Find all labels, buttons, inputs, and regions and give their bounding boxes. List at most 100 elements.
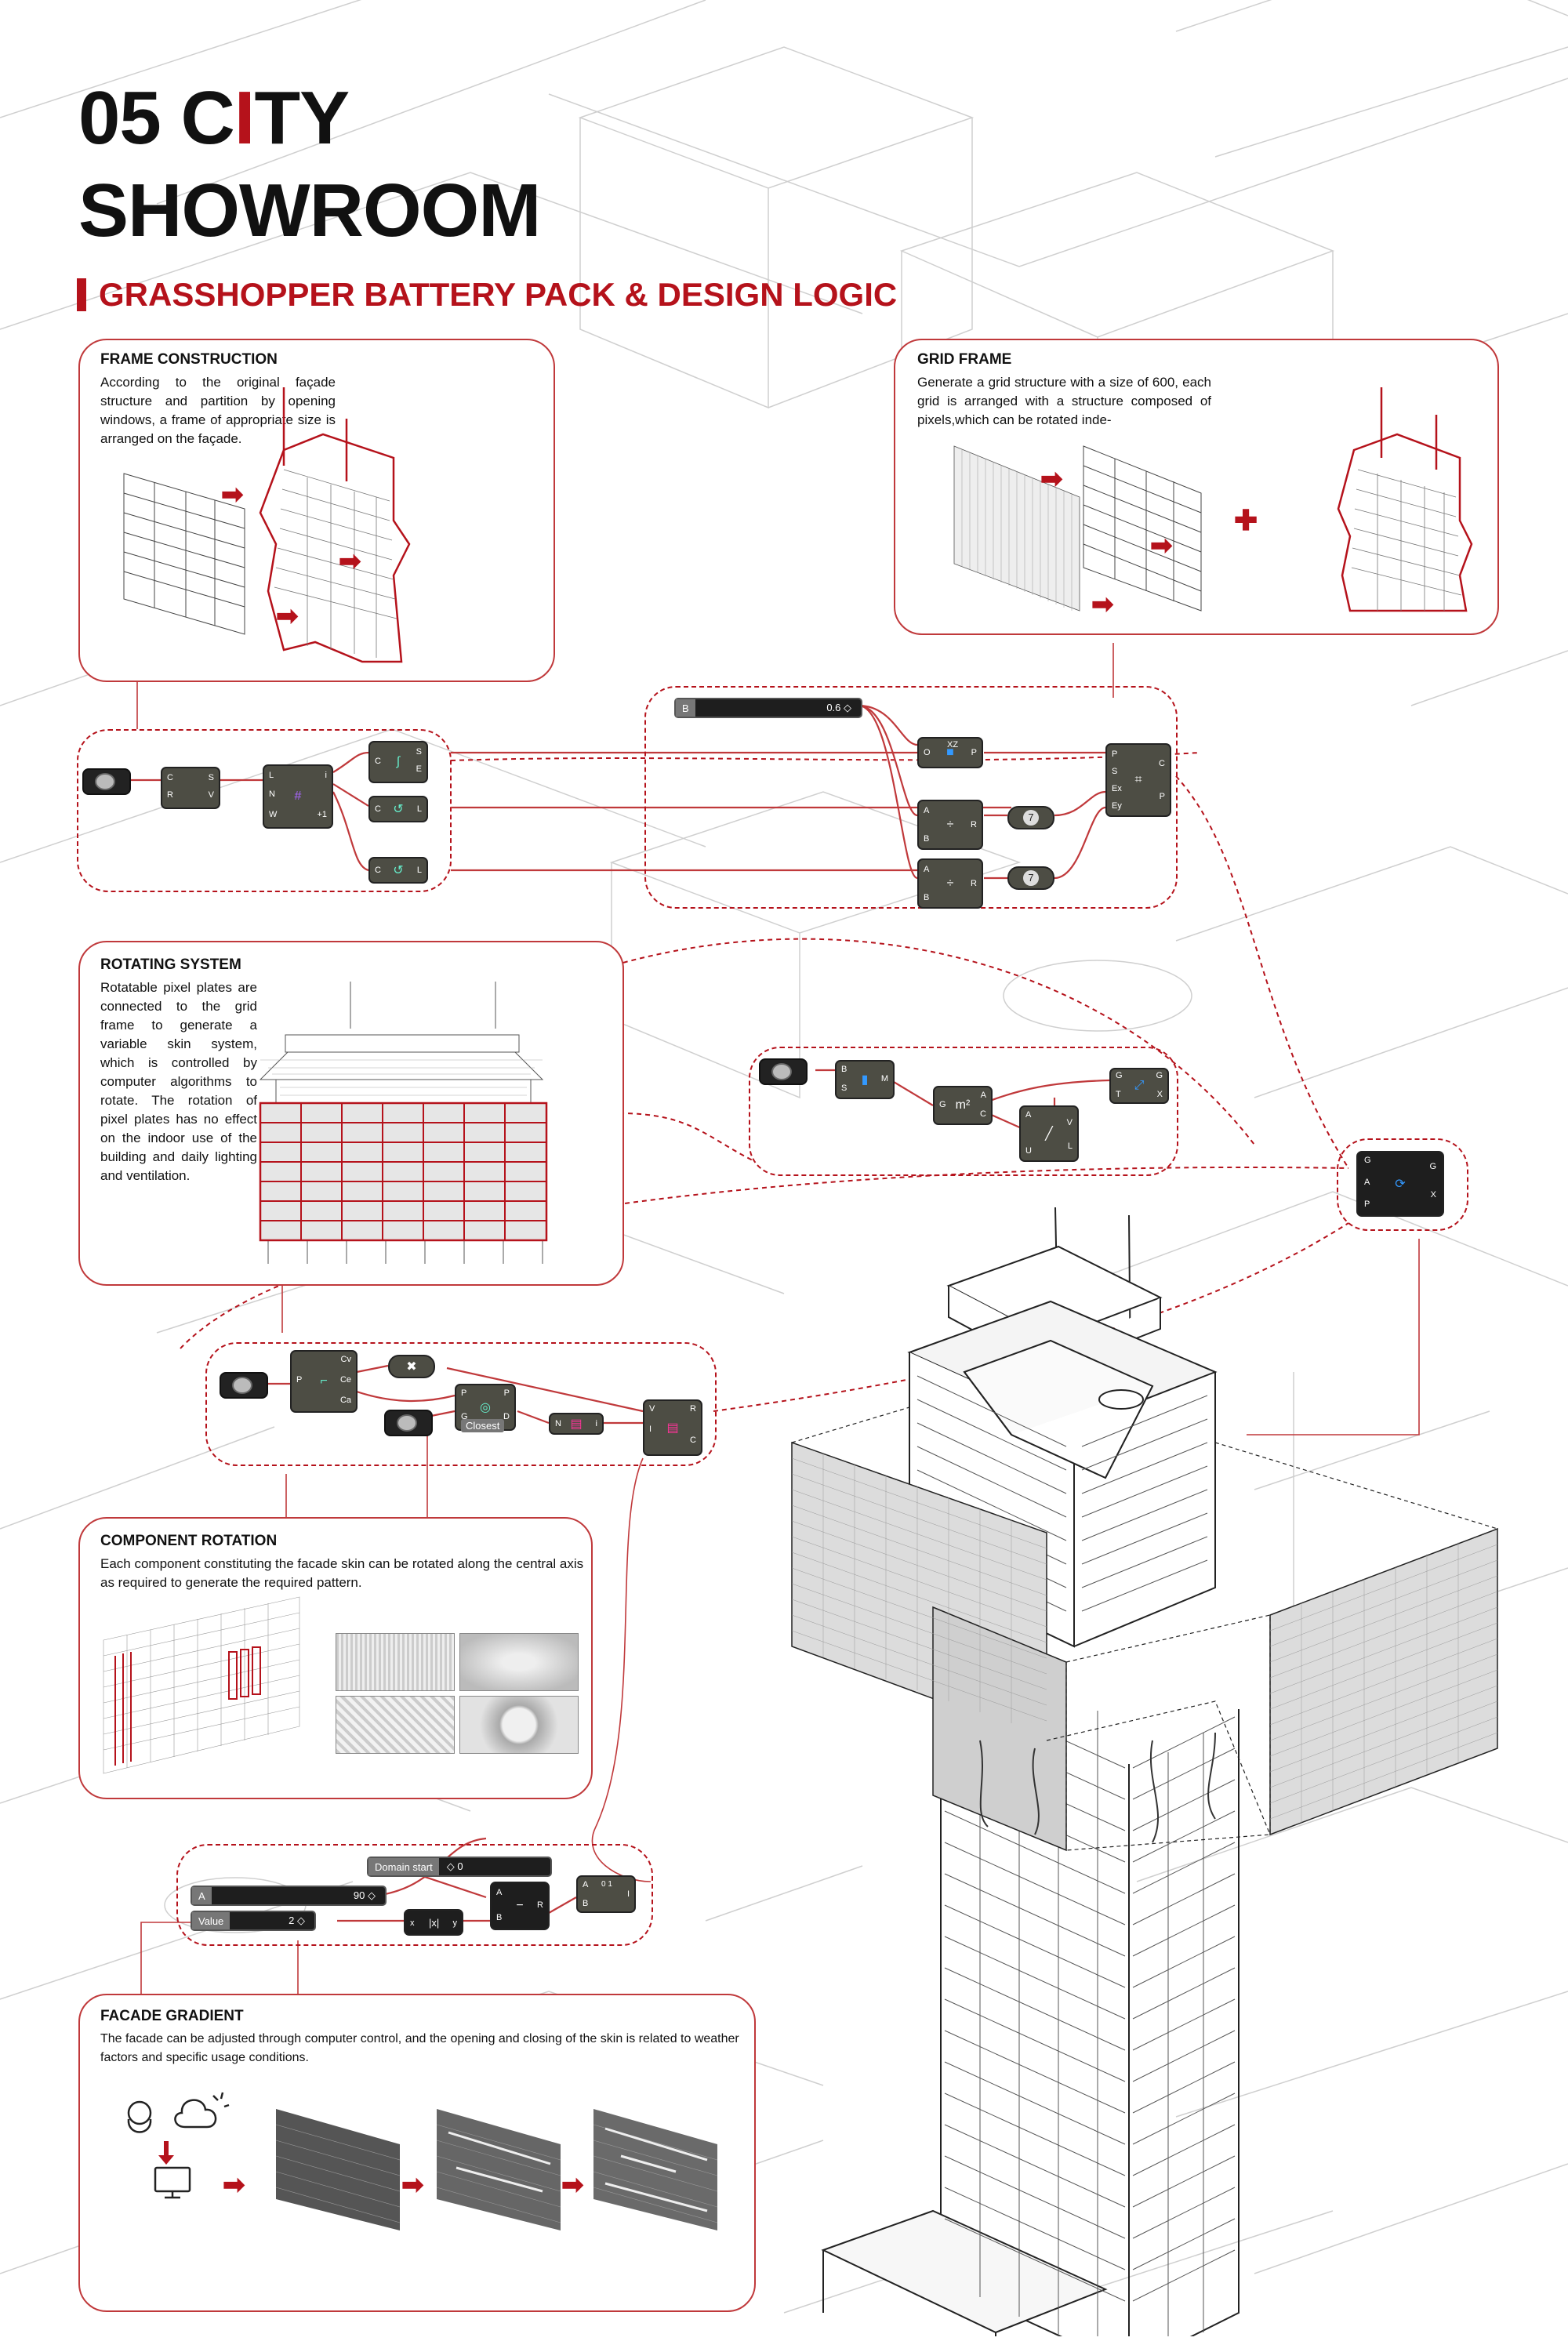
rotating-elevation-illustration bbox=[259, 982, 548, 1264]
point-param-node[interactable] bbox=[384, 1410, 433, 1436]
panel-text: Each component constituting the facade s… bbox=[100, 1556, 584, 1590]
geometry-param-node[interactable] bbox=[759, 1058, 808, 1085]
closest-point-icon: ◎ bbox=[480, 1401, 491, 1414]
panel-rotating-system: ROTATING SYSTEM Rotatable pixel plates a… bbox=[78, 941, 624, 1286]
gh-node-plane[interactable]: O XZ P ■ bbox=[917, 737, 983, 768]
curve-icon: ↺ bbox=[393, 864, 404, 877]
number-panel: 7 bbox=[1023, 870, 1039, 886]
grid-icon: ⌗ bbox=[1134, 773, 1142, 786]
area-icon: m² bbox=[955, 1098, 971, 1112]
minus-icon: − bbox=[516, 1899, 524, 1912]
panel-facade-gradient: FACADE GRADIENT The facade can be adjust… bbox=[78, 1994, 756, 2312]
gh-group-frame bbox=[77, 729, 452, 892]
cloud-sun-icon bbox=[170, 2093, 217, 2132]
curve-icon: ↺ bbox=[393, 803, 404, 816]
rotate-icon: ⟳ bbox=[1395, 1178, 1406, 1191]
gh-group-rotating bbox=[749, 1047, 1178, 1176]
plane-icon: ■ bbox=[946, 746, 954, 759]
panel-text: Generate a grid structure with a size of… bbox=[917, 375, 1211, 427]
arrow-right-icon: ➡ bbox=[221, 480, 244, 510]
close-icon: ✖ bbox=[406, 1360, 417, 1374]
weather-sensor-icon bbox=[127, 2097, 158, 2129]
gh-group-rotate-axis bbox=[1337, 1138, 1468, 1231]
gh-node-number-7a[interactable]: 7 bbox=[1007, 806, 1054, 829]
list-icon: ▤ bbox=[570, 1417, 583, 1431]
arrow-right-icon: ➡ bbox=[223, 2170, 245, 2200]
number-panel: 7 bbox=[1023, 810, 1039, 826]
arrow-right-icon: ➡ bbox=[1091, 590, 1114, 619]
monitor-icon bbox=[152, 2164, 193, 2201]
panel-heading: GRID FRAME bbox=[917, 351, 1012, 368]
panel-text: Rotatable pixel plates are connected to … bbox=[100, 980, 257, 1183]
page-subtitle: GRASSHOPPER BATTERY PACK & DESIGN LOGIC bbox=[77, 276, 897, 314]
arrow-right-icon: ➡ bbox=[276, 601, 299, 631]
gradient-illustration bbox=[127, 2092, 718, 2230]
gh-node-cross[interactable]: ✖ bbox=[388, 1355, 435, 1378]
pattern-swatch bbox=[336, 1633, 455, 1691]
arrow-right-icon: ➡ bbox=[561, 2170, 584, 2200]
transform-icon: ⤢ bbox=[1134, 1079, 1145, 1092]
arrow-right-icon: ➡ bbox=[401, 2170, 424, 2200]
rotate-list-icon: ▤ bbox=[666, 1421, 679, 1435]
box-icon: ▮ bbox=[861, 1073, 869, 1087]
panel-text: The facade can be adjusted through compu… bbox=[100, 2032, 739, 2064]
curve-param-node[interactable] bbox=[220, 1372, 268, 1399]
divide-icon: # bbox=[294, 789, 302, 803]
division-icon: ÷ bbox=[946, 818, 954, 831]
curve-icon: ∫ bbox=[396, 755, 401, 768]
tower-axonometric-drawing bbox=[791, 1207, 1498, 2336]
closest-caption: Closest bbox=[461, 1419, 505, 1432]
frame-illustration bbox=[123, 387, 411, 663]
brep-param-node[interactable] bbox=[82, 768, 131, 795]
gh-node-list-item[interactable]: N i ▤ bbox=[549, 1413, 604, 1435]
gh-group-component bbox=[205, 1342, 717, 1466]
arrow-right-icon: ➡ bbox=[339, 546, 361, 576]
division-icon: ÷ bbox=[946, 877, 954, 890]
panel-heading: FACADE GRADIENT bbox=[100, 2008, 244, 2024]
panel-frame-construction: FRAME CONSTRUCTION According to the orig… bbox=[78, 339, 555, 682]
arrow-right-icon: ➡ bbox=[1040, 464, 1063, 494]
line-icon: ╱ bbox=[1045, 1127, 1053, 1141]
gh-group-gradient bbox=[176, 1844, 653, 1946]
panel-heading: ROTATING SYSTEM bbox=[100, 956, 241, 973]
gh-node-curve-2[interactable]: C L ↺ bbox=[368, 796, 428, 822]
gh-group-grid bbox=[644, 686, 1178, 909]
grid-illustration bbox=[953, 387, 1473, 612]
gh-node-curve-3[interactable]: C L ↺ bbox=[368, 857, 428, 884]
plus-icon: ✚ bbox=[1234, 504, 1258, 536]
arrow-right-icon: ➡ bbox=[1150, 531, 1173, 561]
pattern-swatch bbox=[459, 1633, 579, 1691]
pattern-swatch bbox=[459, 1696, 579, 1754]
pattern-swatch bbox=[336, 1696, 455, 1754]
panel-heading: FRAME CONSTRUCTION bbox=[100, 351, 278, 368]
component-illustration bbox=[103, 1596, 300, 1774]
polyline-icon: ⌐ bbox=[320, 1374, 328, 1388]
panel-grid-frame: GRID FRAME Generate a grid structure wit… bbox=[894, 339, 1499, 635]
gh-node-absolute[interactable]: x |x| y bbox=[404, 1909, 463, 1936]
page-title: 05 CITY SHOWROOM bbox=[78, 76, 541, 252]
subtitle-bar bbox=[77, 278, 86, 311]
gh-node-number-7b[interactable]: 7 bbox=[1007, 866, 1054, 890]
panel-component-rotation: COMPONENT ROTATION Each component consti… bbox=[78, 1517, 593, 1799]
domain-start-slider[interactable]: Domain start◇ 0 bbox=[367, 1857, 552, 1877]
